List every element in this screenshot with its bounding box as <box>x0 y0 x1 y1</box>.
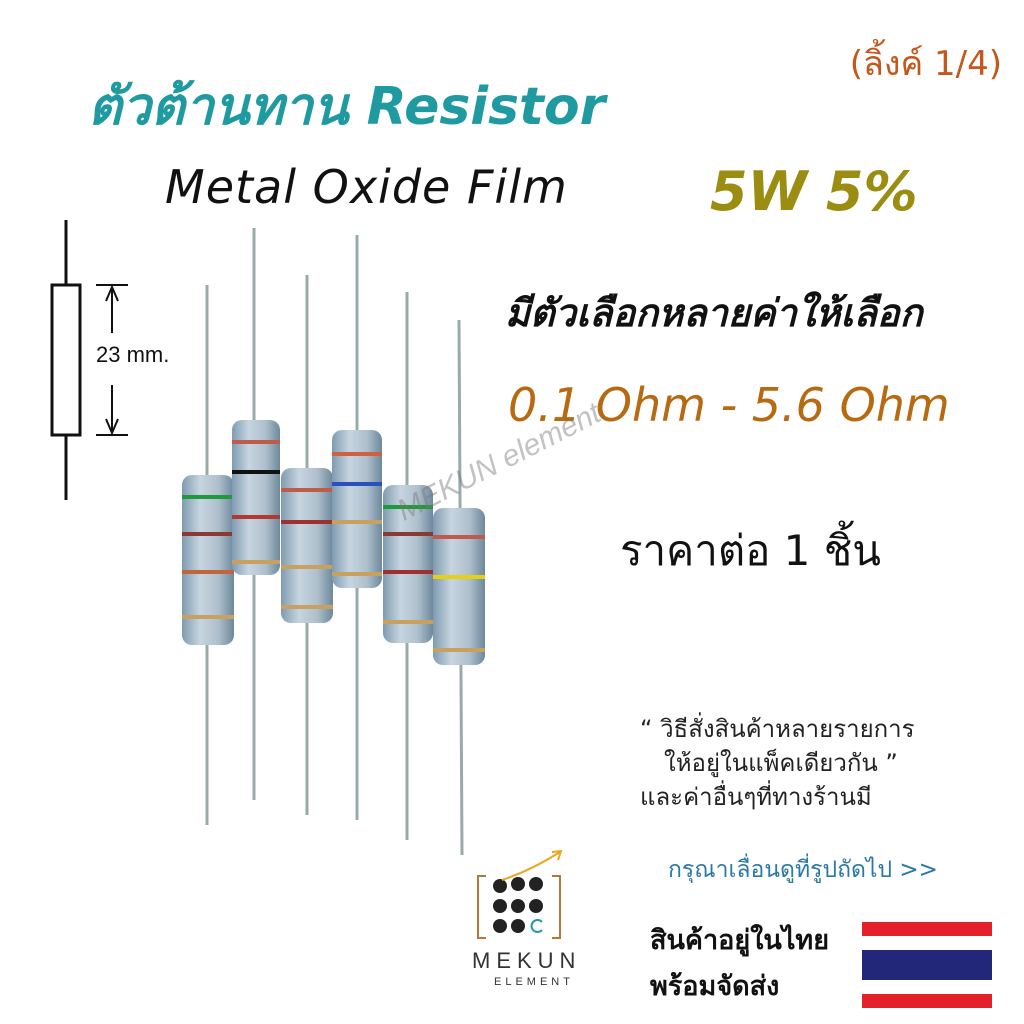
note-line-2: ให้อยู่ในแพ็คเดียวกัน ” <box>664 749 898 777</box>
product-subtitle: Metal Oxide Film <box>165 160 568 214</box>
resistor-4 <box>332 235 382 820</box>
stock-note: สินค้าอยู่ในไทย พร้อมจัดส่ง <box>650 918 829 1010</box>
scroll-hint: กรุณาเลื่อนดูที่รูปถัดไป >> <box>668 857 938 883</box>
resistor-1 <box>182 285 234 825</box>
page-title: ตัวต้านทาน Resistor <box>88 77 606 137</box>
stock-line-2: พร้อมจัดส่ง <box>650 971 780 1002</box>
logo-name: MEKUN <box>472 948 582 973</box>
note-line-3: และค่าอื่นๆที่ทางร้านมี <box>640 783 872 811</box>
resistors-photo <box>182 228 485 856</box>
choice-text: มีตัวเลือกหลายค่าให้เลือก <box>505 291 923 335</box>
resistor-5 <box>383 292 433 840</box>
resistor-6 <box>433 319 485 856</box>
price-text: ราคาต่อ 1 ชิ้น <box>620 526 881 575</box>
stock-line-1: สินค้าอยู่ในไทย <box>650 925 830 956</box>
dimension-label: 23 mm. <box>96 342 170 367</box>
mekun-logo-icon <box>477 850 563 939</box>
resistor-schematic-icon <box>50 220 128 500</box>
resistor-3 <box>281 275 333 815</box>
logo-subtitle: ELEMENT <box>494 976 574 988</box>
link-index-label: (ลิ้งค์ 1/4) <box>849 44 1002 84</box>
note-line-1: “ วิธีสั่งสินค้าหลายรายการ <box>640 715 915 743</box>
resistor-2 <box>232 228 280 800</box>
thai-flag-icon <box>862 922 992 1008</box>
power-tolerance-label: 5W 5% <box>710 160 918 223</box>
order-note: “ วิธีสั่งสินค้าหลายรายการ ให้อยู่ในแพ็ค… <box>640 712 1000 814</box>
resistance-range: 0.1 Ohm - 5.6 Ohm <box>508 378 950 432</box>
